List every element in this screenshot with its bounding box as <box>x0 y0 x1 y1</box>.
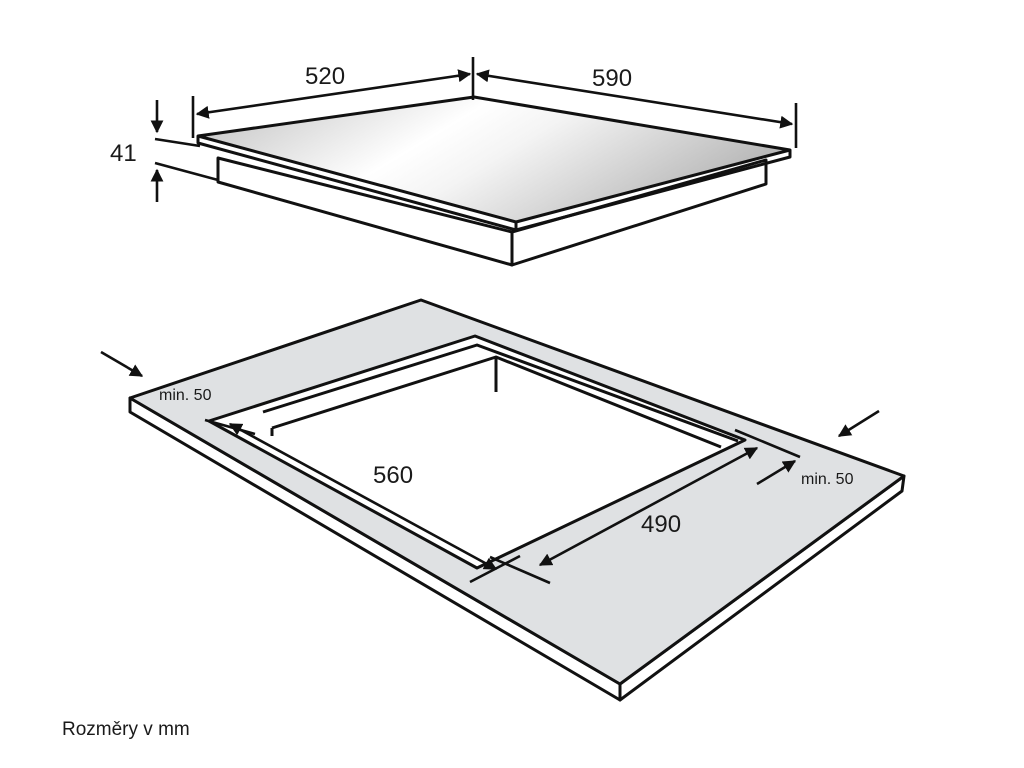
cutout-width-dimension: 490 <box>489 428 801 585</box>
min-clearance-right: min. 50 <box>756 409 880 488</box>
cutout-depth-dimension: 560 <box>204 418 521 584</box>
cutout-width-extension-bottom <box>489 555 551 585</box>
min-clearance-left: min. 50 <box>100 350 212 404</box>
countertop-illustration <box>128 298 906 702</box>
cutout-depth-arrow <box>228 422 498 571</box>
min-left-label: min. 50 <box>159 387 212 404</box>
cutout-width-label: 490 <box>641 511 681 538</box>
hob-width-arrow <box>475 69 794 129</box>
hob-depth-label: 520 <box>305 63 345 90</box>
hob-depth-dimension: 520 <box>191 57 475 138</box>
hob-body-right-face <box>510 158 768 267</box>
hob-depth-arrow <box>195 69 472 119</box>
hob-height-extension-bottom <box>154 161 219 182</box>
hob-illustration <box>196 95 792 267</box>
hob-width-label: 590 <box>592 65 632 92</box>
cutout-width-arrow <box>538 446 759 567</box>
units-caption: Rozměry v mm <box>62 719 190 740</box>
hob-width-dimension: 590 <box>475 65 798 148</box>
min-right-arrow-bottom <box>756 459 797 486</box>
cutout-depth-label: 560 <box>373 462 413 489</box>
min-right-label: min. 50 <box>801 471 854 488</box>
hob-height-extension-top <box>154 137 201 148</box>
cutout-width-extension-right <box>734 428 801 459</box>
hob-height-dimension: 41 <box>110 100 219 202</box>
min-right-arrow-top <box>837 409 880 438</box>
hob-height-label: 41 <box>110 140 137 167</box>
min-left-arrow <box>100 350 144 378</box>
cutout-inner-wall-far <box>262 343 739 443</box>
